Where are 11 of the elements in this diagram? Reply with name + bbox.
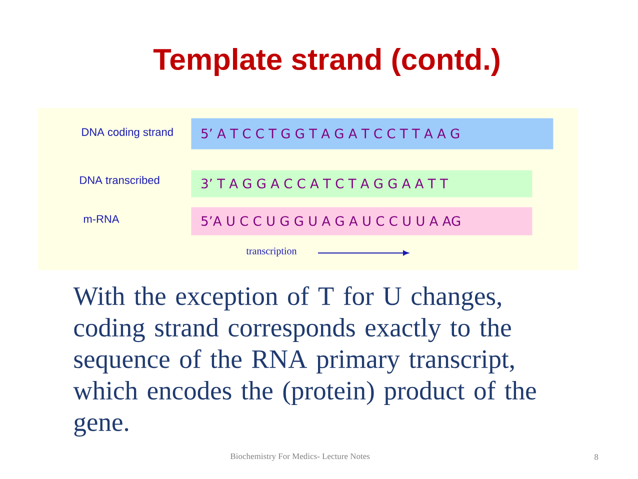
sequence-band: 5’ A T C C T G G T A G A T C C T T A A G xyxy=(191,118,554,150)
sequence-band: 3’ T A G G A C C A T C T A G G A A T T xyxy=(191,170,532,198)
row-label: DNA transcribed xyxy=(80,176,160,184)
arrow-label: transcription xyxy=(246,248,297,256)
footer-text: Biochemistry For Medics- Lecture Notes xyxy=(230,453,370,461)
row-label: m-RNA xyxy=(84,215,120,223)
row-label: DNA coding strand xyxy=(82,128,173,138)
page-number: 8 xyxy=(594,454,598,460)
body-text: With the exception of T for U changes, coding strand corresponds exactly to the sequence of the RNA primary transcript, which encodes the (protein) product of the gene. xyxy=(73,286,536,437)
slide-title: Template strand (contd.) xyxy=(153,48,500,76)
sequence-band: 5’A U C C U G G U A G A U C C U U A AG xyxy=(191,207,532,236)
